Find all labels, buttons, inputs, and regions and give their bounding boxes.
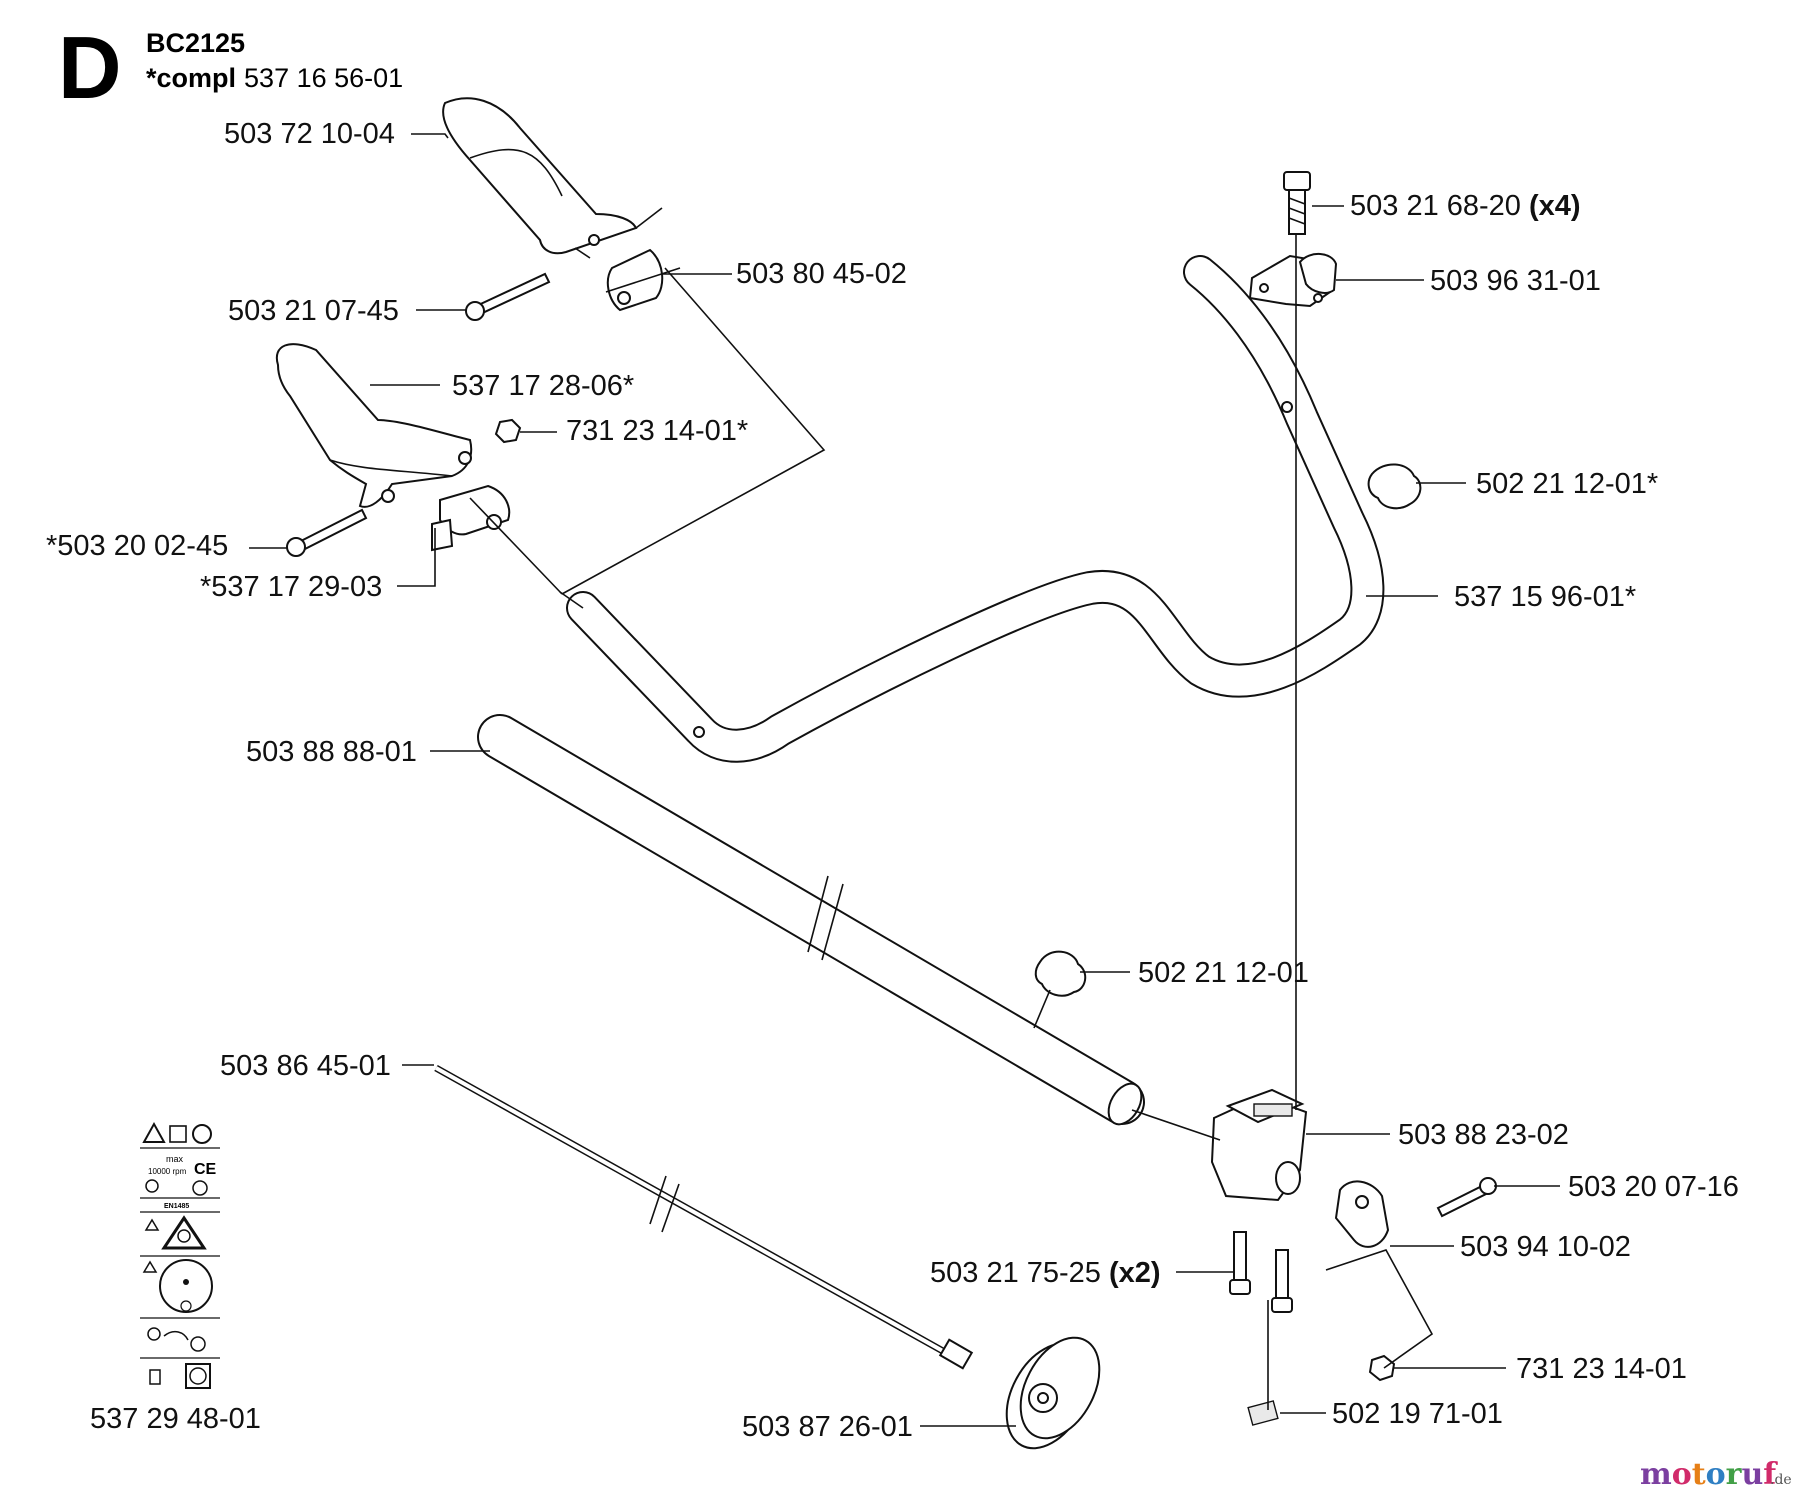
part-label-coupling: 503 88 23-02 (1398, 1119, 1569, 1151)
boot-icon (149, 1369, 161, 1385)
watermark-tld: .de (1770, 1472, 1792, 1488)
part-label-bracket-top: 503 96 31-01 (1430, 265, 1601, 297)
part-label-nut-upper: 731 23 14-01* (566, 415, 748, 447)
coupling-clamp-drawing (1334, 1180, 1390, 1248)
rotation-arrow-icon (163, 1330, 189, 1341)
ear-protection-icon (145, 1179, 159, 1193)
gloves-icon (192, 1180, 208, 1196)
warning-triangle-icon (142, 1121, 166, 1143)
decal-row-5 (147, 1327, 206, 1352)
drive-shaft-drawing (434, 1064, 974, 1370)
distance-warning-icon (142, 1260, 158, 1273)
handlebar-drawing (559, 255, 1385, 763)
bottom-plate-drawing (1247, 1400, 1279, 1426)
part-label-clamp-lower: *537 17 29-03 (200, 571, 382, 603)
handle-knob-drawing (1367, 463, 1422, 510)
wm-letter-4: o (1706, 1457, 1726, 1492)
decal-row-2: max 10000 rpm CE (145, 1154, 217, 1196)
wheel-drawing (1005, 1336, 1101, 1450)
wm-letter-1: m (1640, 1457, 1672, 1492)
part-label-screws-bottom: 503 21 75-25(x2) (930, 1257, 1161, 1289)
blade-icon (147, 1327, 161, 1341)
part-label-bolt-top: 503 21 68-20(x4) (1350, 190, 1581, 222)
part-label-decal: 537 29 48-01 (90, 1403, 261, 1435)
upper-grip-drawing (442, 97, 663, 259)
part-label-clamp-coupling: 503 94 10-02 (1460, 1231, 1631, 1263)
shaft-tube-drawing (477, 714, 1145, 1126)
top-bolt-drawing (1283, 171, 1311, 235)
small-warning-icon (144, 1218, 160, 1231)
coupling-screw-drawing (1436, 1177, 1497, 1218)
complete-kit-number: *compl 537 16 56-01 (146, 63, 403, 93)
ce-mark: CE (194, 1161, 217, 1178)
diagram-header: D BC2125 *compl 537 16 56-01 (58, 18, 403, 117)
helmet-icon (192, 1124, 212, 1144)
manual-icon (169, 1125, 187, 1143)
circle-arrow-icon (185, 1363, 211, 1389)
wm-letter-2: o (1672, 1457, 1692, 1492)
compl-prefix: *compl (146, 63, 236, 93)
top-bracket-drawing (1248, 253, 1338, 308)
part-label-wheel: 503 87 26-01 (742, 1411, 913, 1443)
wm-letter-6: u (1741, 1457, 1763, 1492)
decal-row-4 (142, 1259, 213, 1313)
decal-rpm-text: 10000 rpm (148, 1167, 187, 1176)
wm-letter-3: t (1692, 1457, 1706, 1492)
upper-screw-drawing (465, 272, 551, 321)
part-callouts: 503 72 10-04 503 21 07-45 503 80 45-02 5… (46, 118, 1739, 1443)
warning-decal: max 10000 rpm CE EN1485 (140, 1121, 220, 1389)
decal-max-text: max (166, 1154, 184, 1164)
part-label-handlebar: 537 15 96-01* (1454, 581, 1636, 613)
coupling-drawing (1210, 1088, 1308, 1202)
part-label-shaft-tube: 503 88 88-01 (246, 736, 417, 768)
part-label-grip-lower: 537 17 28-06* (452, 370, 634, 402)
bottom-nut-drawing (1368, 1354, 1396, 1382)
lower-screw-drawing (286, 508, 368, 557)
decal-row-6 (149, 1363, 211, 1389)
shaft-knob-drawing (1034, 950, 1087, 997)
lower-clamp-drawing (431, 484, 511, 552)
watermark-text: motoruf (1640, 1457, 1778, 1492)
upper-clamp-drawing (605, 248, 681, 312)
part-label-plate-bottom: 502 19 71-01 (1332, 1398, 1503, 1430)
part-label-nut-bottom: 731 23 14-01 (1516, 1353, 1687, 1385)
guard-icon (190, 1336, 206, 1352)
lower-grip-drawing (275, 343, 473, 508)
part-label-screw-coupling: 503 20 07-16 (1568, 1171, 1739, 1203)
section-letter: D (58, 18, 122, 117)
exploded-drawing (275, 97, 1497, 1450)
part-label-screw-lower: *503 20 02-45 (46, 530, 228, 562)
upper-nut-drawing (494, 418, 522, 444)
part-label-grip-upper: 503 72 10-04 (224, 118, 395, 150)
part-label-knob-handle: 502 21 12-01* (1476, 468, 1658, 500)
part-label-clamp-upper: 503 80 45-02 (736, 258, 907, 290)
thrown-objects-warning-icon (161, 1215, 207, 1250)
safety-distance-circle-icon (159, 1259, 213, 1313)
part-label-knob-shaft: 502 21 12-01 (1138, 957, 1309, 989)
compl-number: 537 16 56-01 (244, 63, 403, 93)
wm-letter-7: f (1763, 1457, 1778, 1492)
decal-row-3 (144, 1215, 207, 1250)
assembly-lines (469, 234, 1434, 1410)
part-label-screw-upper: 503 21 07-45 (228, 295, 399, 327)
part-label-drive-shaft: 503 86 45-01 (220, 1050, 391, 1082)
decal-row-1 (142, 1121, 212, 1144)
model-name: BC2125 (146, 28, 245, 58)
bottom-screws-drawing (1229, 1231, 1293, 1313)
wm-letter-5: r (1726, 1457, 1743, 1492)
callout-leaders (249, 133, 1560, 1427)
watermark: motoruf .de (1640, 1457, 1792, 1492)
decal-norm-text: EN1485 (164, 1203, 189, 1210)
